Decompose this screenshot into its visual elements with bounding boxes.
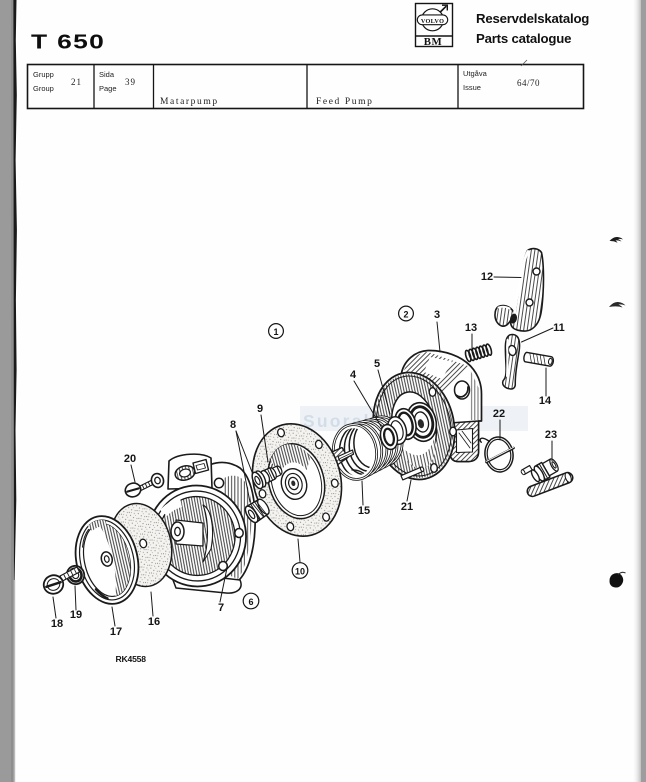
svg-text:16: 16 [148, 616, 160, 628]
svg-text:3: 3 [434, 309, 440, 321]
svg-text:RK4558: RK4558 [116, 654, 147, 664]
svg-text:BM: BM [424, 36, 442, 48]
svg-text:Parts catalogue: Parts catalogue [476, 31, 571, 46]
svg-text:39: 39 [125, 77, 136, 87]
svg-text:Utgåva: Utgåva [463, 69, 488, 78]
svg-text:8: 8 [230, 419, 236, 431]
svg-text:2: 2 [403, 309, 408, 319]
svg-text:22: 22 [493, 408, 505, 420]
svg-text:Group: Group [33, 84, 54, 93]
svg-text:T 650: T 650 [31, 31, 105, 53]
svg-text:14: 14 [539, 395, 552, 407]
svg-text:1: 1 [273, 327, 278, 337]
svg-text:Issue: Issue [463, 83, 481, 92]
svg-text:Page: Page [99, 84, 117, 93]
svg-text:19: 19 [70, 609, 82, 621]
svg-text:12: 12 [481, 271, 493, 283]
svg-text:4: 4 [350, 369, 357, 381]
svg-text:21: 21 [401, 501, 413, 513]
svg-text:Grupp: Grupp [33, 70, 54, 79]
svg-text:17: 17 [110, 626, 122, 638]
svg-text:5: 5 [374, 358, 380, 370]
svg-text:21: 21 [71, 77, 82, 87]
svg-text:Sida: Sida [99, 70, 115, 79]
svg-text:23: 23 [545, 429, 557, 441]
svg-text:Matarpump: Matarpump [160, 97, 219, 107]
svg-text:Reservdelskatalog: Reservdelskatalog [476, 11, 589, 26]
svg-text:9: 9 [257, 403, 263, 415]
svg-text:20: 20 [124, 453, 136, 465]
svg-text:7: 7 [218, 602, 224, 614]
svg-text:6: 6 [248, 597, 253, 607]
svg-text:10: 10 [295, 566, 305, 576]
svg-text:18: 18 [51, 618, 63, 630]
svg-text:13: 13 [465, 322, 477, 334]
svg-text:Feed Pump: Feed Pump [316, 97, 373, 107]
svg-text:VOLVO: VOLVO [421, 18, 444, 25]
svg-text:11: 11 [553, 322, 565, 334]
svg-text:64/70: 64/70 [517, 78, 540, 88]
svg-text:15: 15 [358, 505, 370, 517]
